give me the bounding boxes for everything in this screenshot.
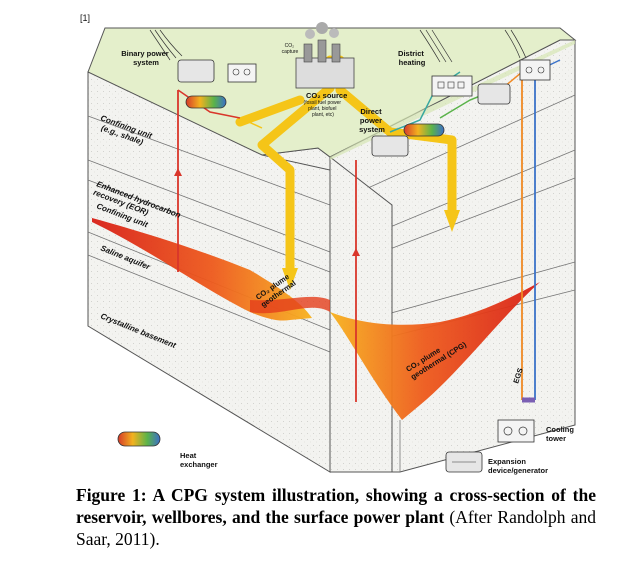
label-co2-source: CO₂ source (306, 91, 347, 100)
label-district-heating: District heating (398, 49, 426, 67)
co2-source-plant (295, 22, 355, 89)
label-co2-capture: CO₂ capture (282, 43, 299, 55)
wellbores (177, 72, 536, 403)
district-heating-equipment (371, 75, 473, 157)
cpg-system-diagram: [1] (80, 13, 577, 475)
figure-caption: Figure 1: A CPG system illustration, sho… (76, 484, 596, 550)
co2-plume-right (330, 282, 540, 420)
label-binary-power-system: Binary power system (121, 49, 171, 67)
legend-cooling-tower (497, 419, 535, 443)
legend-expansion-device (445, 451, 483, 473)
caption-bold: Figure 1: A CPG system illustration, sho… (76, 485, 596, 527)
label-heat-exchanger: Heat exchanger (180, 451, 218, 469)
figure-ref: [1] (80, 13, 90, 23)
label-direct-power-system: Direct power system (359, 107, 385, 134)
label-co2-source-detail: (fossil fuel power plant, biofuel plant,… (304, 100, 343, 118)
label-expansion-device: Expansion device/generator (488, 457, 548, 475)
legend-heat-exchanger (117, 431, 161, 447)
caption-citation: (After Randolph and Saar, 2011). (76, 507, 597, 549)
binary-power-equipment (177, 59, 257, 109)
label-cooling-tower: Cooling tower (546, 425, 576, 443)
co2-plume-left (92, 218, 312, 321)
power-lines (149, 29, 527, 63)
egs-equipment (477, 59, 551, 105)
